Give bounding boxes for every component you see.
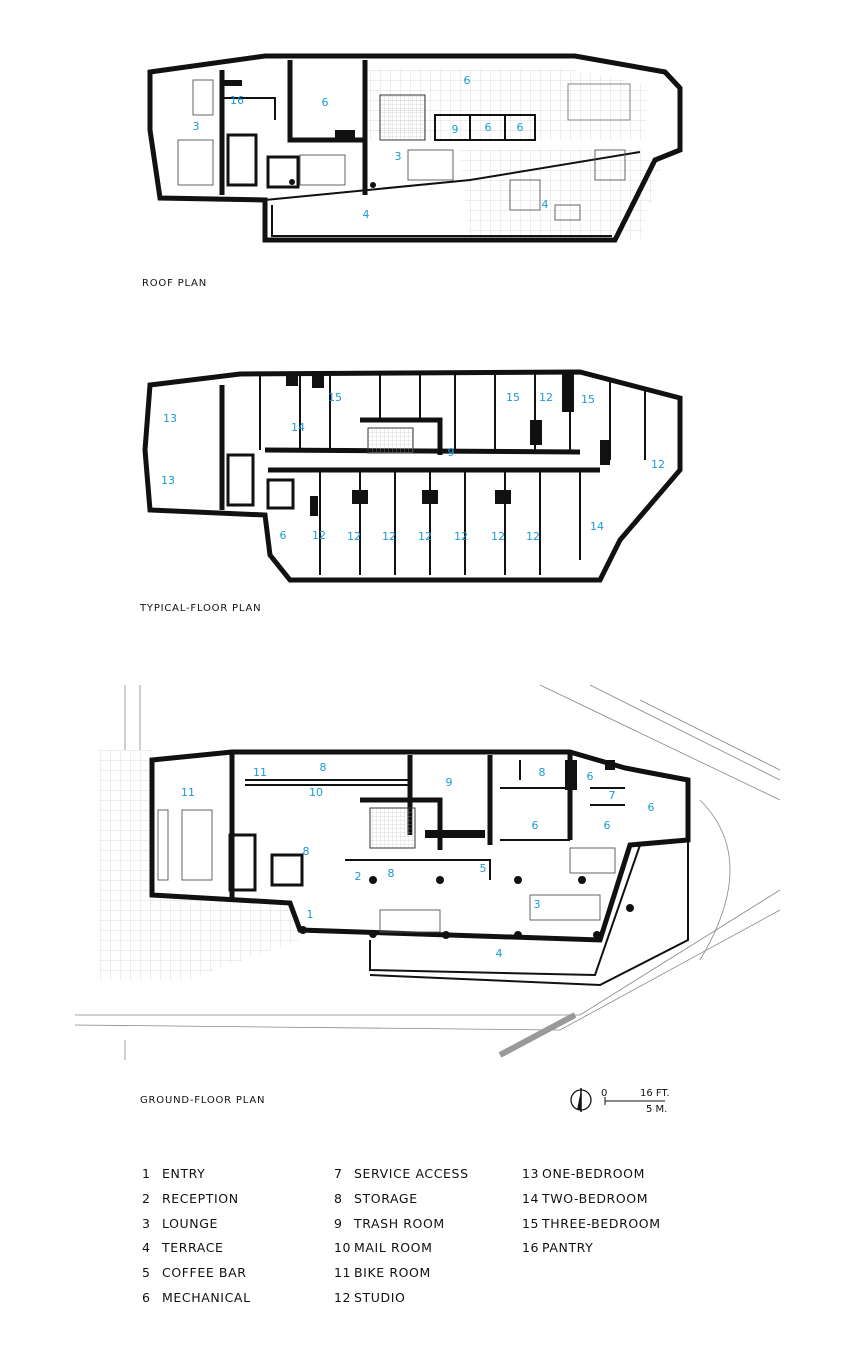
ground-label: 6 [532,819,539,832]
ground-label: 3 [534,898,541,911]
typical-label: 12 [526,530,540,543]
typical-label: 12 [651,458,665,471]
typical-floor-plan-title: TYPICAL-FLOOR PLAN [140,603,262,614]
typical-label: 12 [418,530,432,543]
roof-plan-title: ROOF PLAN [142,278,207,289]
typical-label: 14 [590,520,604,533]
scale-meters: 5 M. [646,1104,667,1115]
ground-label: 8 [539,766,546,779]
roof-label: 6 [517,121,524,134]
typical-label: 14 [291,421,305,434]
typical-label: 12 [454,530,468,543]
typical-label: 15 [506,391,520,404]
ground-label: 6 [604,819,611,832]
ground-label: 7 [609,789,616,802]
typical-floor-plan: 13 15 15 12 15 14 9 12 13 6 12 12 12 12 … [142,369,683,583]
ground-label: 8 [320,761,327,774]
typical-label: 13 [161,474,175,487]
typical-label: 9 [448,446,455,459]
roof-label: 9 [452,123,459,136]
roof-label: 6 [485,121,492,134]
ground-label: 6 [587,770,594,783]
typical-label: 12 [312,529,326,542]
ground-label: 2 [355,870,362,883]
roof-label: 6 [322,96,329,109]
roof-label: 3 [395,150,402,163]
roof-plan: 16 3 6 6 9 6 6 3 4 4 [147,53,683,243]
roof-label: 16 [230,94,244,107]
ground-label: 5 [480,862,487,875]
ground-floor-plan-title: GROUND-FLOOR PLAN [140,1095,266,1106]
typical-label: 15 [328,391,342,404]
typical-label: 12 [347,530,361,543]
typical-label: 6 [280,529,287,542]
scale-zero: 0 [601,1088,607,1099]
ground-label: 8 [388,867,395,880]
ground-label: 4 [496,947,503,960]
roof-label: 6 [464,74,471,87]
ground-label: 8 [303,845,310,858]
ground-label: 1 [307,908,314,921]
scale-bar: 0 16 FT. 5 M. [570,1088,670,1115]
ground-label: 11 [181,786,195,799]
typical-label: 13 [163,412,177,425]
typical-label: 15 [581,393,595,406]
typical-label: 12 [491,530,505,543]
roof-label: 3 [193,120,200,133]
ground-label: 6 [648,801,655,814]
ground-label: 9 [446,776,453,789]
typical-label: 12 [539,391,553,404]
ground-label: 11 [253,766,267,779]
typical-label: 12 [382,530,396,543]
roof-label: 4 [542,198,549,211]
ground-label: 10 [309,786,323,799]
scale-feet: 16 FT. [640,1088,670,1099]
roof-label: 4 [363,208,370,221]
ground-floor-plan: 11 8 11 10 9 8 6 7 6 6 6 8 2 8 5 1 3 4 [74,684,781,1060]
